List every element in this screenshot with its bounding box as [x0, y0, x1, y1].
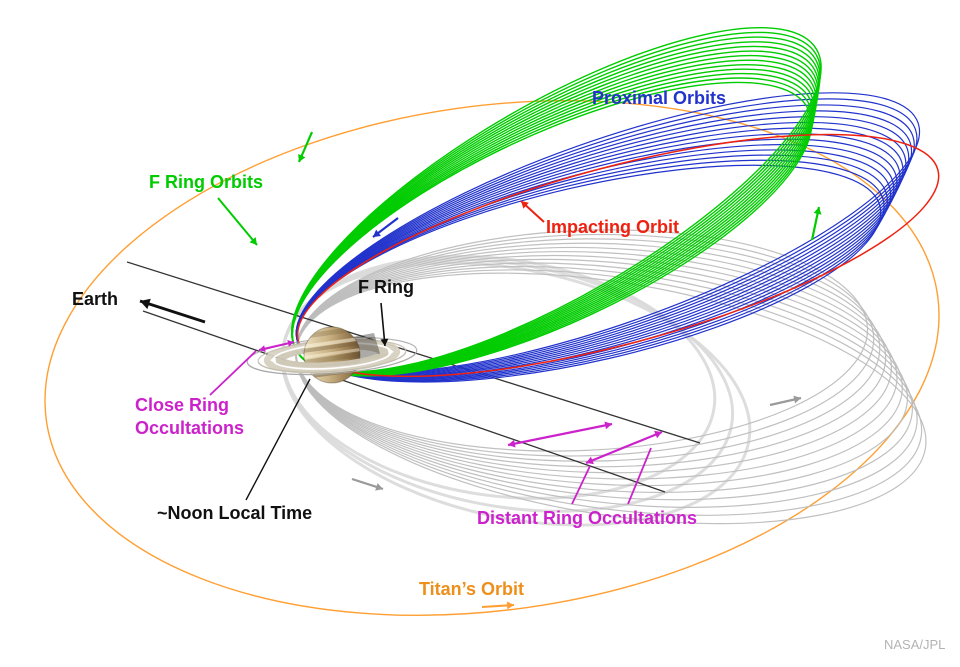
- label-impacting-orbit: Impacting Orbit: [546, 217, 680, 237]
- label-distant-ring-occultations: Distant Ring Occultations: [477, 508, 698, 528]
- orbit-family-impacting: [296, 133, 940, 378]
- annotations: [139, 131, 822, 610]
- label-titans-orbit: Titan’s Orbit: [419, 579, 525, 599]
- orbit-family-titan: [44, 100, 940, 616]
- credit-text: NASA/JPL: [884, 637, 946, 652]
- label-earth: Earth: [72, 289, 119, 309]
- label-noon-local-time: ~Noon Local Time: [157, 503, 313, 523]
- label-close-ring-occultations-line2: Occultations: [135, 418, 245, 438]
- label-f-ring: F Ring: [358, 277, 414, 297]
- label-f-ring-orbits: F Ring Orbits: [149, 172, 263, 192]
- sight-lines: [126, 261, 701, 493]
- label-close-ring-occultations-line1: Close Ring: [135, 395, 230, 415]
- label-proximal-orbits: Proximal Orbits: [592, 88, 727, 108]
